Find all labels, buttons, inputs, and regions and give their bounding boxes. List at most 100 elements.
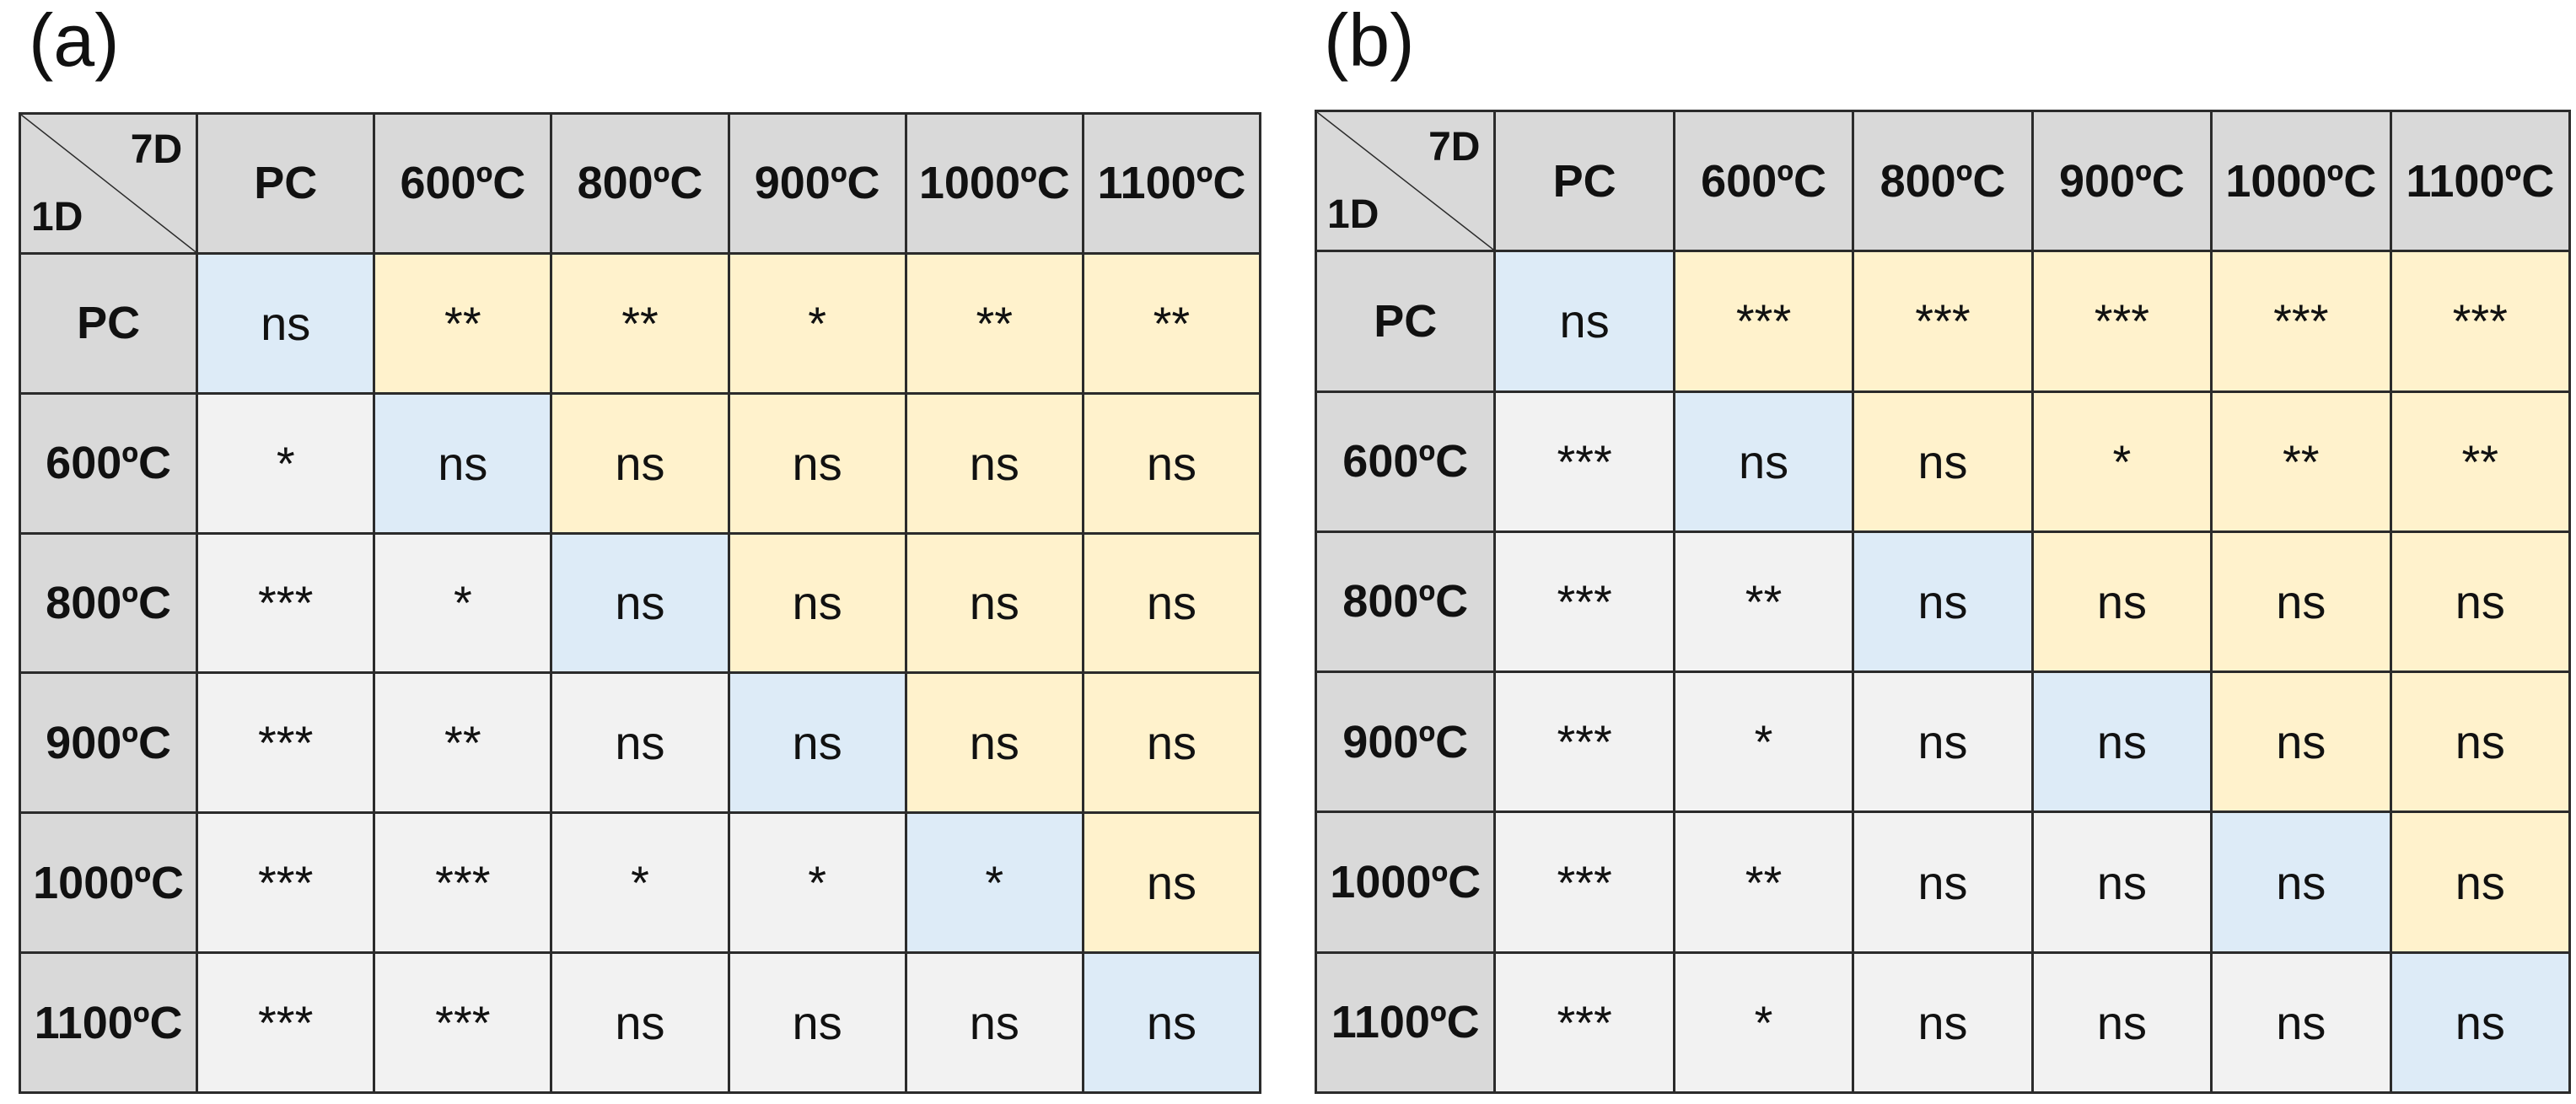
significance-cell: ns (1081, 811, 1262, 955)
significance-cell: ns (2389, 670, 2572, 814)
significance-cell: ns (727, 951, 907, 1094)
significance-cell: ns (2030, 951, 2213, 1095)
row-header: 1100ºC (1314, 951, 1497, 1095)
row-header: PC (18, 251, 199, 395)
column-header: 900ºC (2030, 109, 2213, 253)
significance-cell: ns (1852, 951, 2034, 1095)
significance-cell: ns (1852, 810, 2034, 954)
significance-cell: ns (2389, 530, 2572, 674)
significance-cell: ns (1493, 250, 1675, 393)
significance-cell: ns (1081, 531, 1262, 675)
column-header: PC (196, 112, 376, 255)
table-row: 1000ºC*********ns (18, 811, 1262, 955)
significance-cell: * (1672, 951, 1855, 1095)
significance-cell: *** (1493, 951, 1675, 1095)
column-header: 600ºC (373, 112, 553, 255)
column-header: 1000ºC (904, 112, 1084, 255)
significance-cell: ns (550, 391, 730, 535)
significance-cell: ** (2389, 390, 2572, 533)
significance-cell: ns (904, 531, 1084, 675)
significance-cell: ** (373, 671, 553, 815)
corner-column-group-label: 7D (1428, 125, 1481, 170)
column-header: 1100ºC (1081, 112, 1262, 255)
row-header: 1000ºC (1314, 810, 1497, 954)
significance-cell: * (1672, 670, 1855, 814)
significance-cell: ns (2030, 810, 2213, 954)
panel-label-a: (a) (29, 0, 120, 82)
significance-cell: ns (727, 671, 907, 815)
significance-cell: ns (1081, 391, 1262, 535)
row-header: 1000ºC (18, 811, 199, 955)
significance-cell: ns (904, 671, 1084, 815)
significance-cell: ns (2210, 951, 2392, 1095)
significance-cell: * (550, 811, 730, 955)
significance-cell: ns (1081, 671, 1262, 815)
significance-cell: *** (1493, 390, 1675, 533)
significance-cell: ns (904, 391, 1084, 535)
row-header: PC (1314, 250, 1497, 393)
significance-cell: ns (1672, 390, 1855, 533)
significance-cell: ns (550, 951, 730, 1094)
significance-cell: *** (373, 811, 553, 955)
significance-cell: ns (1852, 390, 2034, 533)
significance-cell: *** (1493, 670, 1675, 814)
column-header: 800ºC (550, 112, 730, 255)
significance-cell: ns (904, 951, 1084, 1094)
significance-cell: ns (2030, 670, 2213, 814)
significance-cell: * (904, 811, 1084, 955)
significance-cell: *** (1493, 810, 1675, 954)
row-header: 800ºC (1314, 530, 1497, 674)
significance-cell: *** (196, 531, 376, 675)
column-header: 800ºC (1852, 109, 2034, 253)
significance-cell: ns (2210, 810, 2392, 954)
significance-cell: *** (1852, 250, 2034, 393)
significance-cell: *** (2030, 250, 2213, 393)
significance-cell: ** (550, 251, 730, 395)
column-header: 600ºC (1672, 109, 1855, 253)
corner-column-group-label: 7D (130, 127, 183, 172)
corner-row-group-label: 1D (31, 194, 83, 240)
column-header: 900ºC (727, 112, 907, 255)
significance-cell: * (727, 811, 907, 955)
significance-cell: ** (1672, 810, 1855, 954)
significance-cell: ** (1672, 530, 1855, 674)
significance-cell: ns (727, 531, 907, 675)
significance-cell: ns (550, 671, 730, 815)
row-header: 900ºC (18, 671, 199, 815)
corner-header: 7D 1D (18, 112, 199, 255)
significance-cell: ns (2389, 951, 2572, 1095)
significance-cell: *** (196, 811, 376, 955)
significance-cell: *** (1493, 530, 1675, 674)
significance-cell: *** (196, 951, 376, 1094)
significance-cell: *** (2210, 250, 2392, 393)
significance-cell: * (196, 391, 376, 535)
column-header: 1100ºC (2389, 109, 2572, 253)
significance-cell: ns (550, 531, 730, 675)
significance-cell: *** (196, 671, 376, 815)
significance-cell: *** (2389, 250, 2572, 393)
significance-cell: ns (373, 391, 553, 535)
significance-cell: ** (904, 251, 1084, 395)
significance-cell: *** (373, 951, 553, 1094)
significance-cell: * (2030, 390, 2213, 533)
significance-cell: ns (196, 251, 376, 395)
significance-cell: ns (1852, 530, 2034, 674)
row-header: 600ºC (18, 391, 199, 535)
significance-cell: ns (2389, 810, 2572, 954)
corner-divider (1317, 112, 1493, 250)
row-header: 1100ºC (18, 951, 199, 1094)
